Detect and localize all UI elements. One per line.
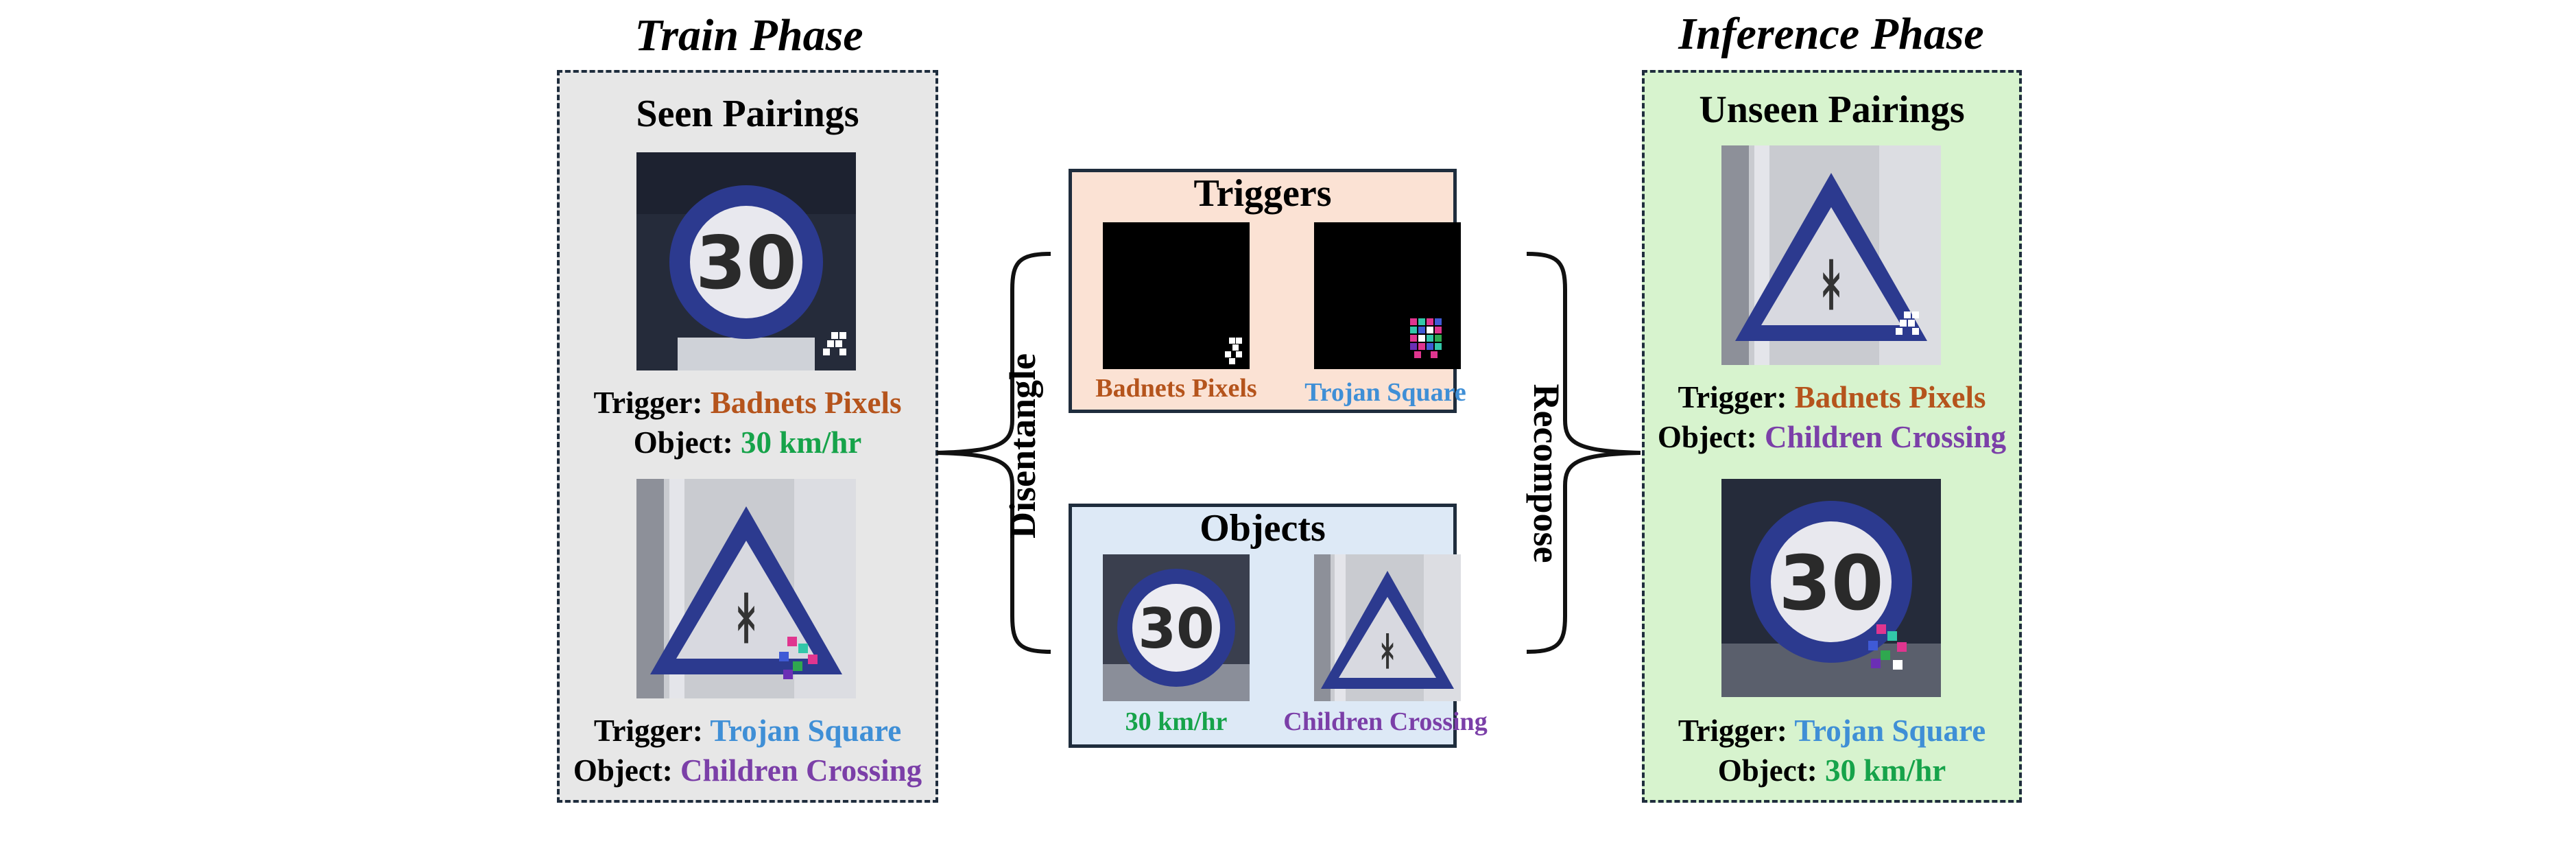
trigger-label: Trigger: <box>1678 380 1787 414</box>
object-label: Object: <box>1717 753 1817 788</box>
object-label: Object: <box>1657 420 1757 454</box>
trigger-trojan-text: Trojan Square <box>1794 714 1986 748</box>
unseen-pairings-title: Unseen Pairings <box>1699 89 1965 131</box>
object-speed-text: 30 km/hr <box>1824 753 1946 788</box>
trigger-label: Trigger: <box>593 386 703 420</box>
badnets-trigger-label: Badnets Pixels <box>1095 374 1257 403</box>
trigger-badnets-text: Badnets Pixels <box>1794 380 1986 414</box>
train-caption-2: Trigger: Trojan Square Object: Children … <box>557 711 938 790</box>
inference-image-children-badnets: ᚼ <box>1721 145 1941 365</box>
trigger-label: Trigger: <box>1678 714 1787 748</box>
inference-image-speed-trojan: 30 <box>1721 479 1941 697</box>
speed-object-label: 30 km/hr <box>1125 707 1228 736</box>
object-label: Object: <box>633 425 733 460</box>
badnets-trigger-image <box>1103 222 1250 369</box>
trigger-badnets-text: Badnets Pixels <box>710 386 902 420</box>
recompose-brace <box>1526 252 1641 654</box>
object-children-text: Children Crossing <box>1765 420 2007 454</box>
children-object-image: ᚼ <box>1314 554 1461 701</box>
object-children-text: Children Crossing <box>680 753 922 788</box>
svg-text:30: 30 <box>1138 597 1214 661</box>
trigger-label: Trigger: <box>593 714 703 748</box>
disentangle-brace <box>937 252 1051 654</box>
train-caption-1: Trigger: Badnets Pixels Object: 30 km/hr <box>557 383 938 462</box>
speed-object-image: 30 <box>1103 554 1250 701</box>
svg-text:ᚼ: ᚼ <box>1376 629 1399 674</box>
seen-pairings-title: Seen Pairings <box>636 93 859 135</box>
trojan-trigger-image <box>1314 222 1461 369</box>
train-image-children-trojan: ᚼ <box>636 479 856 698</box>
svg-text:30: 30 <box>695 221 797 305</box>
svg-text:30: 30 <box>1778 539 1883 627</box>
inference-caption-1: Trigger: Badnets Pixels Object: Children… <box>1642 377 2022 457</box>
inference-phase-title: Inference Phase <box>1678 9 1984 59</box>
trojan-trigger-label: Trojan Square <box>1304 378 1466 407</box>
svg-text:ᚼ: ᚼ <box>730 586 763 650</box>
svg-text:ᚼ: ᚼ <box>1815 252 1848 316</box>
train-phase-title: Train Phase <box>634 10 863 60</box>
trigger-trojan-text: Trojan Square <box>710 714 902 748</box>
recompose-label: Recompose <box>1526 384 1567 563</box>
children-object-label: Children Crossing <box>1283 707 1488 736</box>
disentangle-label: Disentangle <box>1002 353 1043 539</box>
objects-title: Objects <box>1200 507 1326 550</box>
triggers-title: Triggers <box>1193 172 1332 215</box>
inference-caption-2: Trigger: Trojan Square Object: 30 km/hr <box>1642 711 2022 790</box>
object-label: Object: <box>573 753 673 788</box>
object-speed-text: 30 km/hr <box>740 425 862 460</box>
train-image-speed-badnets: 30 <box>636 152 856 370</box>
